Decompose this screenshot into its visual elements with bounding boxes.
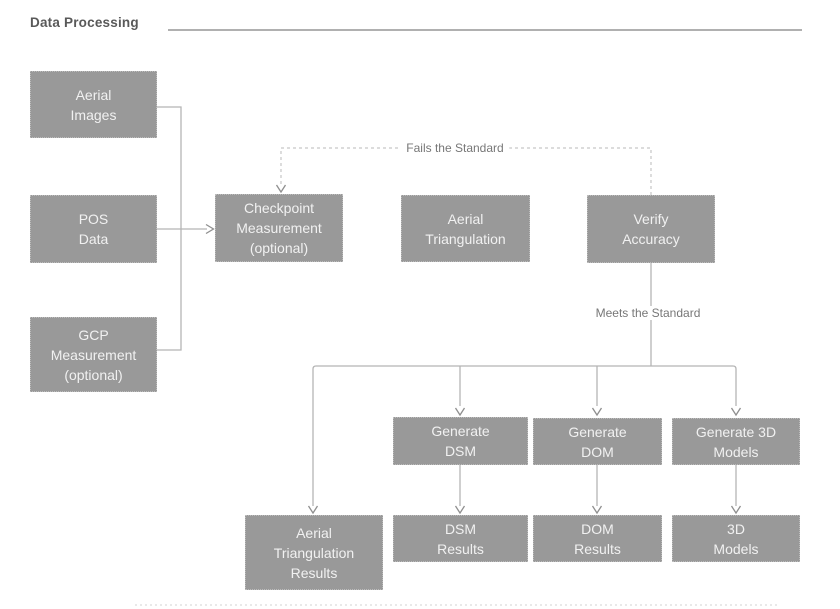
diagram-title: Data Processing [30, 15, 139, 30]
node-dom-results: DOM Results [533, 515, 662, 562]
node-aerial-triangulation-results: Aerial Triangulation Results [245, 515, 383, 590]
node-dsm-results: DSM Results [393, 515, 528, 562]
connector-branch-rail [307, 365, 742, 515]
node-pos-data: POS Data [30, 195, 157, 263]
node-generate-dsm: Generate DSM [393, 417, 528, 465]
connector-fails-feedback [275, 147, 652, 195]
title-rule-line [168, 29, 802, 31]
node-generate-3d-models: Generate 3D Models [672, 418, 800, 465]
node-verify-accuracy: Verify Accuracy [587, 195, 715, 263]
node-checkpoint-measurement: Checkpoint Measurement (optional) [215, 194, 343, 262]
node-gcp-measurement: GCP Measurement (optional) [30, 317, 157, 392]
edge-label-meets-the-standard: Meets the Standard [589, 306, 707, 320]
connector-generate-to-results [454, 465, 742, 515]
node-generate-dom: Generate DOM [533, 418, 662, 465]
node-3d-models: 3D Models [672, 515, 800, 562]
node-aerial-images: Aerial Images [30, 71, 157, 138]
connector-pos-to-checkpoint [157, 223, 215, 235]
node-aerial-triangulation: Aerial Triangulation [401, 195, 530, 262]
edge-label-fails-the-standard: Fails the Standard [400, 141, 510, 155]
